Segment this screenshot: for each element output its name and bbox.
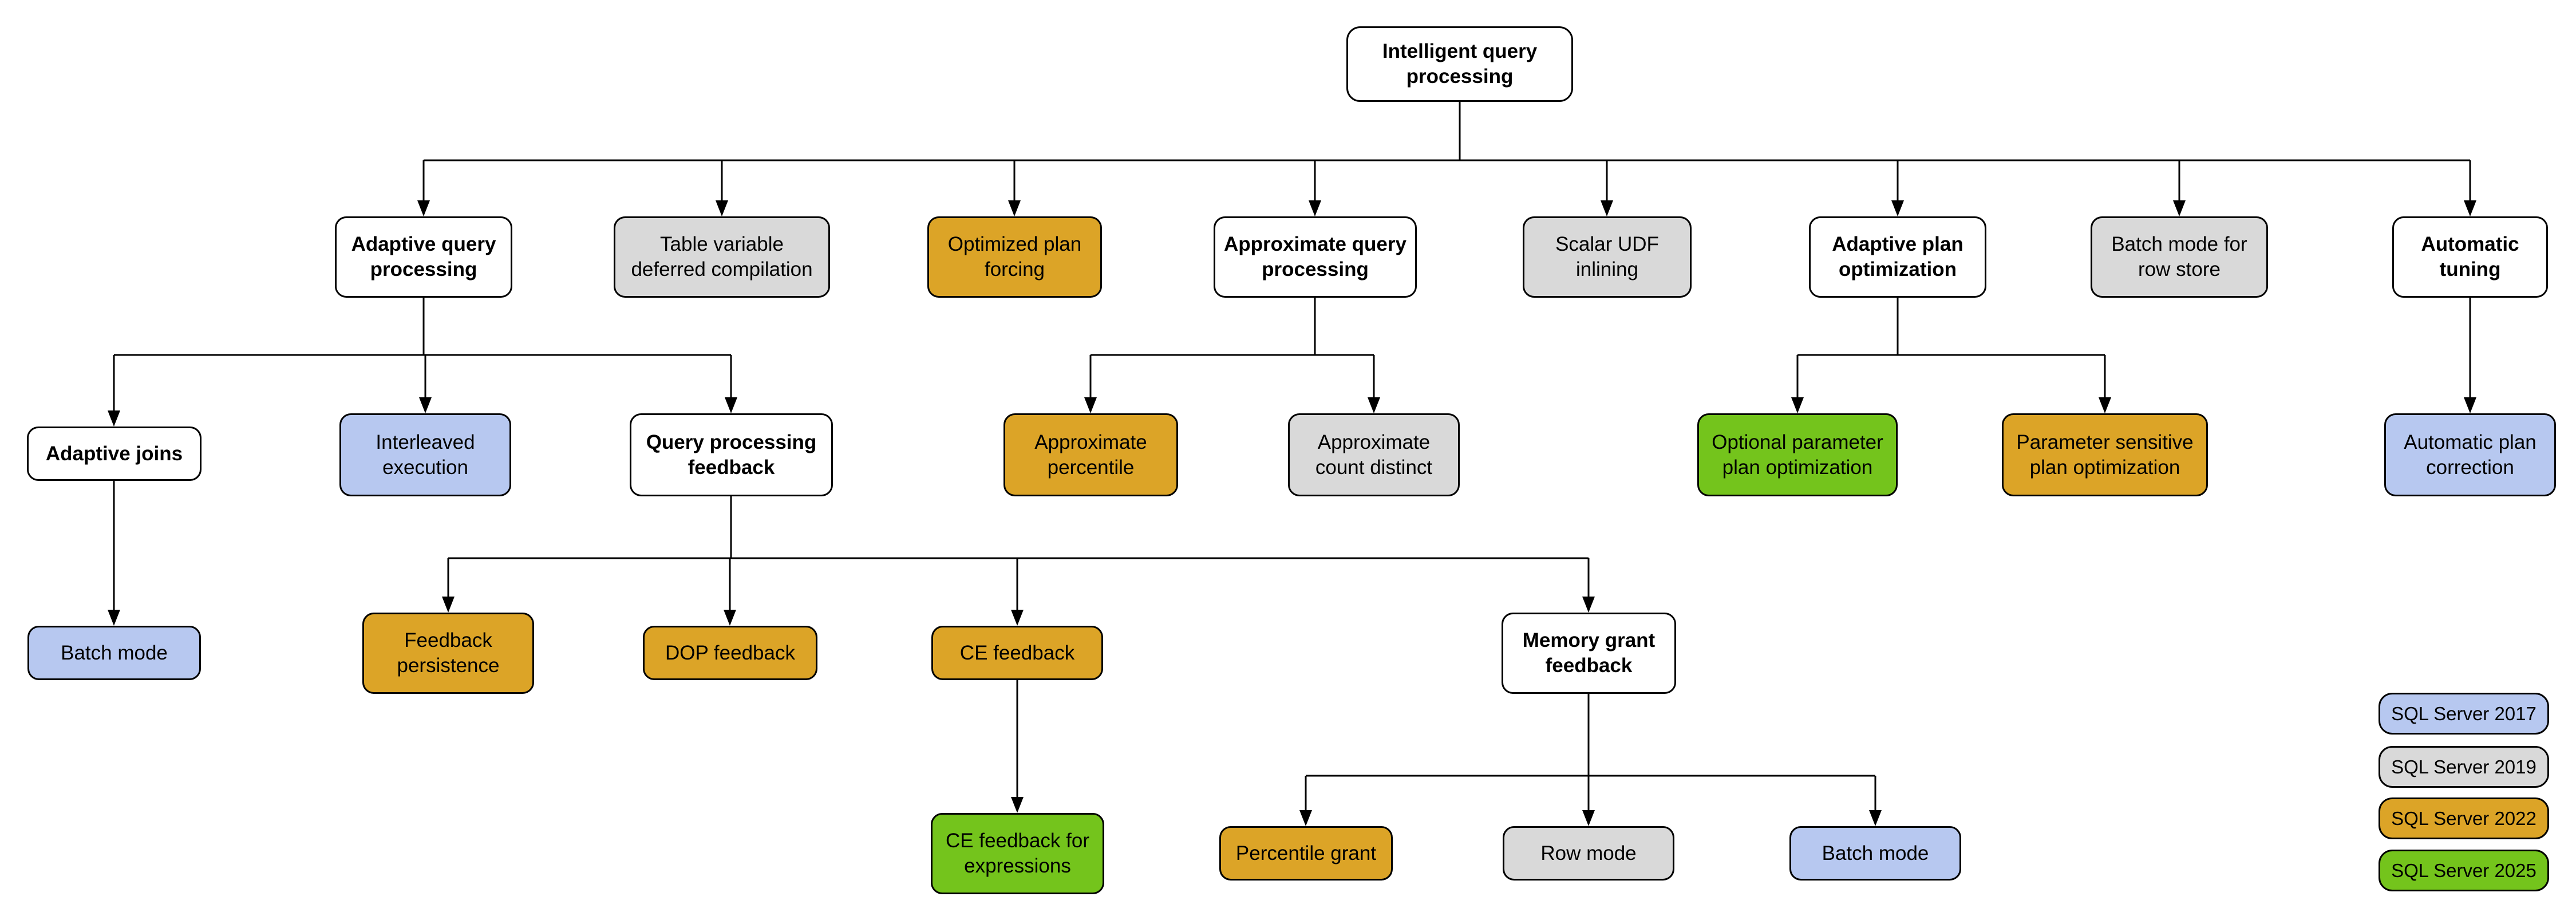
node-label: Interleaved execution	[376, 431, 475, 479]
node-ce-feedback: CE feedback	[931, 626, 1103, 680]
node-label: Batch mode	[61, 641, 168, 664]
node-label: Approximate query processing	[1224, 233, 1406, 281]
node-label: Parameter sensitive plan optimization	[2016, 431, 2194, 479]
legend-label: SQL Server 2017	[2391, 702, 2537, 724]
node-label: Table variable deferred compilation	[631, 233, 813, 281]
node-batch-mode-grant: Batch mode	[1789, 826, 1961, 881]
node-label: Automatic plan correction	[2404, 431, 2537, 479]
edge-lines	[113, 102, 2471, 816]
node-label: Optional parameter plan optimization	[1712, 431, 1883, 479]
node-query-processing-feedback: Query processing feedback	[630, 413, 833, 496]
node-label: Memory grant feedback	[1522, 629, 1656, 677]
legend-label: SQL Server 2019	[2391, 756, 2537, 777]
node-automatic-tuning: Automatic tuning	[2392, 216, 2548, 298]
node-label: Intelligent query processing	[1382, 40, 1538, 88]
node-feedback-persistence: Feedback persistence	[362, 613, 534, 694]
node-batch-mode-adaptive: Batch mode	[27, 626, 201, 680]
node-label: DOP feedback	[665, 641, 795, 664]
node-label: Adaptive query processing	[351, 233, 496, 281]
node-intelligent-query-processing: Intelligent query processing	[1346, 26, 1573, 102]
node-approximate-query-processing: Approximate query processing	[1214, 216, 1417, 298]
node-label: Approximate count distinct	[1315, 431, 1433, 479]
legend-item-sql-server-2025: SQL Server 2025	[2379, 850, 2549, 891]
node-label: Optimized plan forcing	[947, 233, 1082, 281]
node-adaptive-query-processing: Adaptive query processing	[335, 216, 512, 298]
node-approximate-count-distinct: Approximate count distinct	[1288, 413, 1460, 496]
node-label: Percentile grant	[1235, 842, 1377, 864]
legend-label: SQL Server 2025	[2391, 859, 2537, 881]
legend-label: SQL Server 2022	[2391, 807, 2537, 829]
node-label: Scalar UDF inlining	[1555, 233, 1659, 281]
node-label: Feedback persistence	[397, 629, 500, 677]
node-adaptive-joins: Adaptive joins	[27, 427, 202, 481]
node-optional-parameter-plan-optimization: Optional parameter plan optimization	[1697, 413, 1898, 496]
node-row-mode: Row mode	[1503, 826, 1674, 881]
node-label: Adaptive joins	[45, 442, 183, 465]
node-label: Automatic tuning	[2421, 233, 2519, 281]
node-adaptive-plan-optimization: Adaptive plan optimization	[1809, 216, 1986, 298]
legend-item-sql-server-2017: SQL Server 2017	[2379, 693, 2549, 735]
legend-item-sql-server-2022: SQL Server 2022	[2379, 797, 2549, 839]
node-interleaved-execution: Interleaved execution	[339, 413, 511, 496]
node-percentile-grant: Percentile grant	[1219, 826, 1393, 881]
node-label: Approximate percentile	[1034, 431, 1147, 479]
node-label: Batch mode for row store	[2111, 233, 2247, 281]
node-optimized-plan-forcing: Optimized plan forcing	[927, 216, 1102, 298]
node-automatic-plan-correction: Automatic plan correction	[2384, 413, 2556, 496]
node-label: Adaptive plan optimization	[1832, 233, 1963, 281]
node-label: CE feedback for expressions	[946, 830, 1089, 877]
node-label: Row mode	[1540, 842, 1637, 864]
node-label: CE feedback	[959, 641, 1075, 664]
node-label: Query processing feedback	[646, 431, 817, 479]
node-table-variable-deferred-compilation: Table variable deferred compilation	[614, 216, 830, 298]
node-parameter-sensitive-plan-optimization: Parameter sensitive plan optimization	[2002, 413, 2208, 496]
node-memory-grant-feedback: Memory grant feedback	[1502, 613, 1676, 694]
node-dop-feedback: DOP feedback	[643, 626, 817, 680]
node-ce-feedback-for-expressions: CE feedback for expressions	[931, 813, 1104, 894]
node-batch-mode-for-row-store: Batch mode for row store	[2091, 216, 2268, 298]
node-scalar-udf-inlining: Scalar UDF inlining	[1523, 216, 1692, 298]
node-label: Batch mode	[1822, 842, 1929, 864]
node-approximate-percentile: Approximate percentile	[1003, 413, 1178, 496]
legend-item-sql-server-2019: SQL Server 2019	[2379, 746, 2549, 788]
